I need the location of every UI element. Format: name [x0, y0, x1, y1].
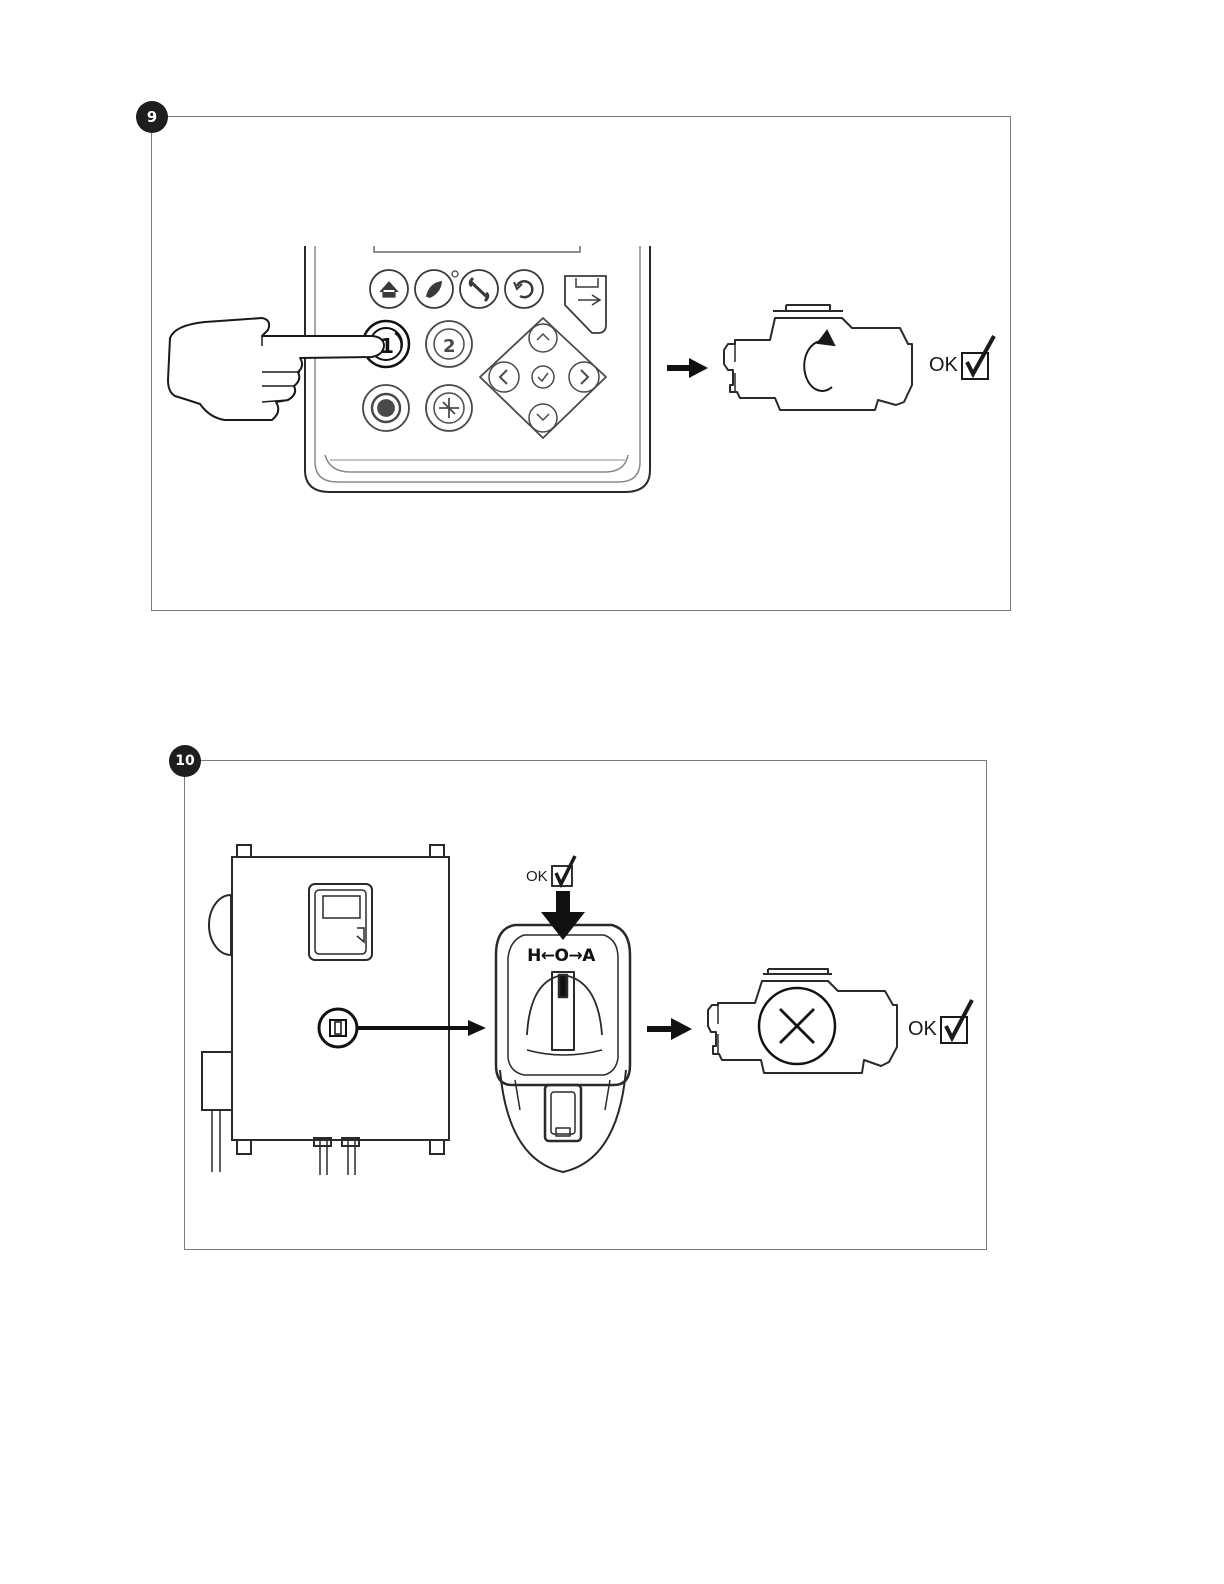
home-button-icon: [370, 270, 408, 308]
hoa-position-label: H←O→A: [520, 946, 602, 966]
callout-arrow-right-icon: [357, 1020, 486, 1036]
usb-port-icon: [565, 276, 606, 333]
button-2-icon: 2: [426, 321, 472, 367]
auto-button-icon: [426, 385, 472, 431]
engine-icon: [724, 305, 912, 410]
navigation-pad: [480, 318, 606, 438]
arrow-right-icon: [667, 358, 708, 378]
reset-button-icon: [505, 270, 543, 308]
rotate-icon: [804, 331, 834, 391]
control-cabinet: [202, 845, 449, 1175]
ok-label-switch: OK: [526, 868, 548, 885]
ok-label-step-10: OK: [908, 1018, 937, 1041]
pointing-hand-icon: [168, 318, 384, 420]
selector-switch-icon: [319, 1009, 357, 1047]
arrow-down-icon: [541, 891, 585, 940]
settings-button-icon: [415, 270, 458, 308]
checkbox-checked-icon-2: [941, 1000, 972, 1043]
ok-label-step-9: OK: [929, 354, 958, 377]
checkbox-checked-icon: [962, 336, 994, 379]
arrow-right-icon-2: [647, 1018, 692, 1040]
tools-button-icon: [460, 270, 498, 308]
stop-x-icon: [759, 988, 835, 1064]
svg-text:2: 2: [443, 336, 456, 357]
cabinet-display: [309, 884, 372, 960]
checkbox-checked-small-icon: [552, 856, 575, 886]
stop-button-icon: [363, 385, 409, 431]
